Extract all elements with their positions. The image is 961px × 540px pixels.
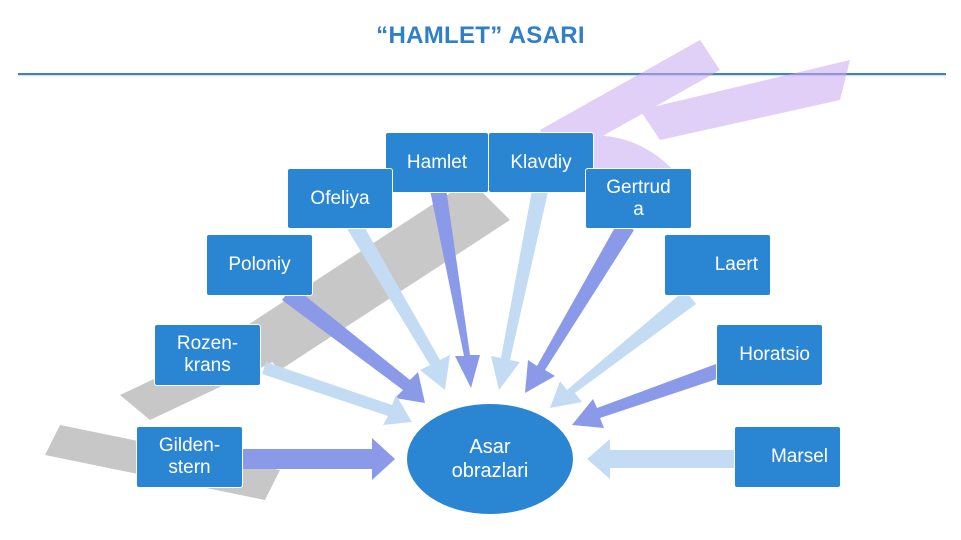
node-label: Laert [714, 254, 758, 275]
node-ofeliya: Ofeliya [287, 168, 393, 229]
node-label: Poloniy [228, 254, 291, 275]
node-label-line1: Rozen- [176, 333, 239, 354]
arrow-hamlet [430, 188, 480, 388]
node-label: Horatsio [739, 344, 810, 365]
node-label-line2: krans [184, 355, 231, 376]
node-label: Klavdiy [510, 151, 572, 173]
node-marsel: Marsel [734, 426, 841, 488]
node-label-line1: Gilden- [158, 435, 221, 456]
arrow-gildenstern [242, 438, 395, 480]
arrow-gertruda [525, 222, 634, 393]
node-label: Ofeliya [310, 187, 370, 209]
node-klavdiy: Klavdiy [488, 132, 594, 193]
node-label-line2: a [633, 198, 644, 220]
arrow-rozenkrans [262, 362, 412, 425]
title-divider [18, 73, 946, 75]
arrow-ofeliya [343, 214, 450, 390]
node-hamlet: Hamlet [385, 132, 489, 193]
center-label-line1: Asar [469, 436, 511, 458]
node-gildenstern: Gilden-stern [136, 426, 243, 488]
node-poloniy: Poloniy [206, 234, 313, 296]
node-label: Hamlet [406, 151, 468, 173]
arrow-klavdiy [491, 190, 548, 390]
node-label-line1: Gertrud [606, 176, 671, 198]
arrow-laert [550, 290, 696, 408]
node-label: Marsel [770, 446, 828, 467]
node-laert: Laert [664, 234, 771, 296]
arrow-horatsio [572, 364, 720, 428]
arrow-marsel [587, 439, 735, 479]
center-node: Asar obrazlari [406, 403, 574, 515]
node-label-line2: stern [168, 457, 211, 478]
center-label-line2: obrazlari [451, 460, 529, 482]
arrow-poloniy [282, 286, 425, 403]
page-title: “HAMLET” ASARI [376, 22, 585, 49]
node-rozenkrans: Rozen-krans [154, 324, 261, 386]
node-horatsio: Horatsio [716, 324, 823, 386]
